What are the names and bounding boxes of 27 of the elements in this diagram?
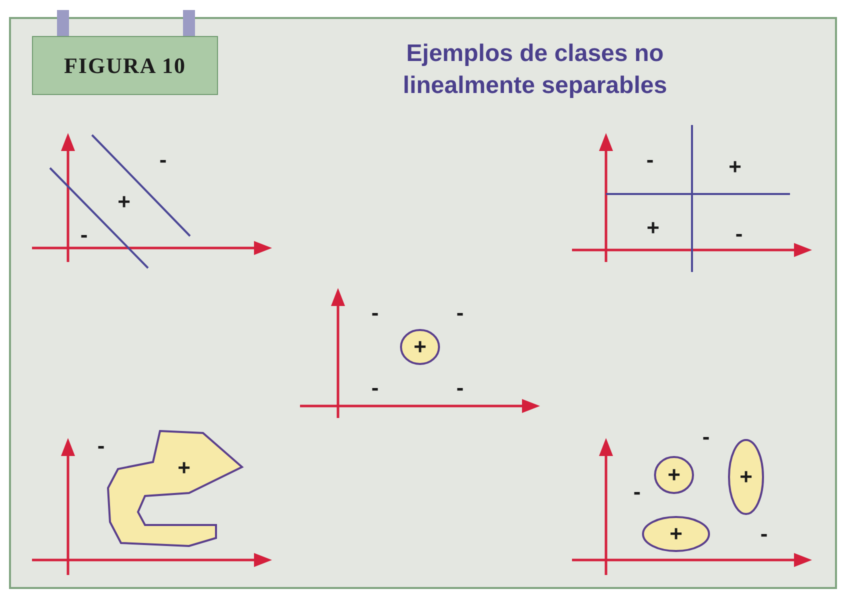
class-sign: - xyxy=(760,523,768,545)
class-sign: - xyxy=(702,426,710,448)
class-sign: + xyxy=(738,463,754,491)
class-sign: + xyxy=(646,217,660,239)
class-sign: - xyxy=(456,377,464,399)
class-sign: - xyxy=(735,223,743,245)
class-region xyxy=(108,431,242,546)
class-sign: + xyxy=(176,456,192,480)
class-sign: - xyxy=(633,481,641,503)
figure-number-plate: FIGURA 10 xyxy=(32,36,218,95)
class-ellipse xyxy=(728,439,764,515)
class-sign: - xyxy=(97,435,105,457)
class-sign: + xyxy=(118,191,130,213)
class-sign: - xyxy=(371,302,379,324)
class-sign: + xyxy=(666,461,682,489)
class-ellipse xyxy=(400,329,440,365)
class-sign: - xyxy=(646,149,654,171)
class-sign: - xyxy=(456,302,464,324)
class-ellipse xyxy=(642,516,710,552)
class-sign: - xyxy=(80,224,88,246)
class-sign: - xyxy=(371,377,379,399)
class-sign: - xyxy=(159,149,167,171)
class-sign: + xyxy=(668,520,684,548)
class-sign: + xyxy=(728,156,742,178)
title: Ejemplos de clases no linealmente separables xyxy=(402,39,668,101)
class-ellipse xyxy=(654,456,694,494)
class-sign: + xyxy=(412,333,428,361)
